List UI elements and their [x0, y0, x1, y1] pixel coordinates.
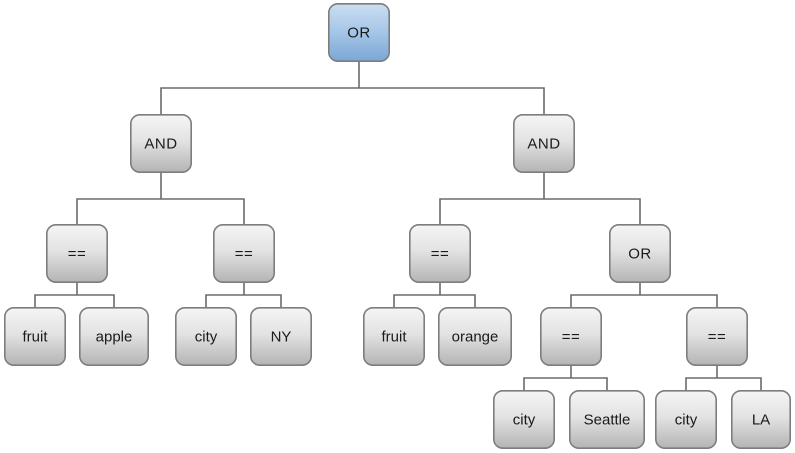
edge-group-n0 — [160, 61, 545, 115]
tree-node-fruit-n7[interactable]: fruit — [4, 306, 67, 366]
tree-node-la-n18[interactable]: LA — [730, 389, 791, 449]
tree-node-orange-n12[interactable]: orange — [437, 306, 512, 366]
tree-node-fruit-n11[interactable]: fruit — [362, 306, 425, 366]
node-box[interactable] — [4, 306, 67, 366]
node-label: city — [195, 328, 218, 345]
node-label: NY — [271, 328, 292, 345]
tree-node--n4[interactable]: == — [213, 224, 276, 284]
node-label: == — [562, 328, 581, 345]
node-box[interactable] — [608, 224, 671, 284]
node-label: LA — [752, 411, 770, 428]
node-box[interactable] — [213, 224, 276, 284]
tree-node--n5[interactable]: == — [408, 224, 471, 284]
node-label: city — [675, 411, 698, 428]
node-box[interactable] — [408, 224, 471, 284]
tree-node--n13[interactable]: == — [539, 306, 602, 366]
tree-node-ny-n10[interactable]: NY — [250, 306, 313, 366]
edge-group-n5 — [393, 282, 476, 308]
node-box[interactable] — [175, 306, 238, 366]
node-label: fruit — [381, 328, 407, 345]
edge-group-n13 — [523, 365, 608, 391]
edges-layer — [34, 61, 762, 391]
tree-node-and-n1[interactable]: AND — [130, 114, 193, 174]
tree-node-city-n9[interactable]: city — [175, 306, 238, 366]
edge-group-n14 — [685, 365, 762, 391]
edge-group-n1 — [76, 172, 245, 225]
node-box[interactable] — [327, 2, 390, 63]
node-label: apple — [96, 328, 133, 345]
node-box[interactable] — [130, 114, 193, 174]
node-box[interactable] — [654, 389, 717, 449]
node-box[interactable] — [539, 306, 602, 366]
tree-node--n3[interactable]: == — [45, 224, 109, 284]
node-label: == — [235, 245, 254, 262]
node-box[interactable] — [79, 306, 150, 366]
node-label: AND — [144, 135, 177, 152]
node-label: == — [68, 245, 87, 262]
nodes-layer: OR AND AND == == == OR fruit apple city NY fruit ora… — [4, 2, 791, 449]
node-box[interactable] — [437, 306, 512, 366]
node-box[interactable] — [45, 224, 109, 284]
tree-node-city-n15[interactable]: city — [492, 389, 555, 449]
node-label: OR — [628, 245, 652, 262]
node-box[interactable] — [492, 389, 555, 449]
node-box[interactable] — [512, 114, 575, 174]
tree-node-city-n17[interactable]: city — [654, 389, 717, 449]
node-label: AND — [527, 135, 560, 152]
node-box[interactable] — [568, 389, 645, 449]
tree-node-and-n2[interactable]: AND — [512, 114, 575, 174]
edge-group-n6 — [570, 282, 718, 308]
node-label: orange — [452, 328, 499, 345]
node-box[interactable] — [730, 389, 791, 449]
tree-node-or-n6[interactable]: OR — [608, 224, 671, 284]
node-label: fruit — [22, 328, 48, 345]
node-label: OR — [347, 24, 371, 41]
tree-node--n14[interactable]: == — [685, 306, 748, 366]
node-box[interactable] — [362, 306, 425, 366]
tree-node-apple-n8[interactable]: apple — [79, 306, 150, 366]
tree-node-or-n0[interactable]: OR — [327, 2, 390, 63]
node-label: Seattle — [584, 411, 631, 428]
node-label: == — [431, 245, 450, 262]
tree-node-seattle-n16[interactable]: Seattle — [568, 389, 645, 449]
node-box[interactable] — [250, 306, 313, 366]
node-label: == — [708, 328, 727, 345]
edge-group-n2 — [439, 172, 641, 225]
edge-group-n3 — [34, 282, 115, 308]
node-box[interactable] — [685, 306, 748, 366]
edge-group-n4 — [205, 282, 282, 308]
node-label: city — [513, 411, 536, 428]
